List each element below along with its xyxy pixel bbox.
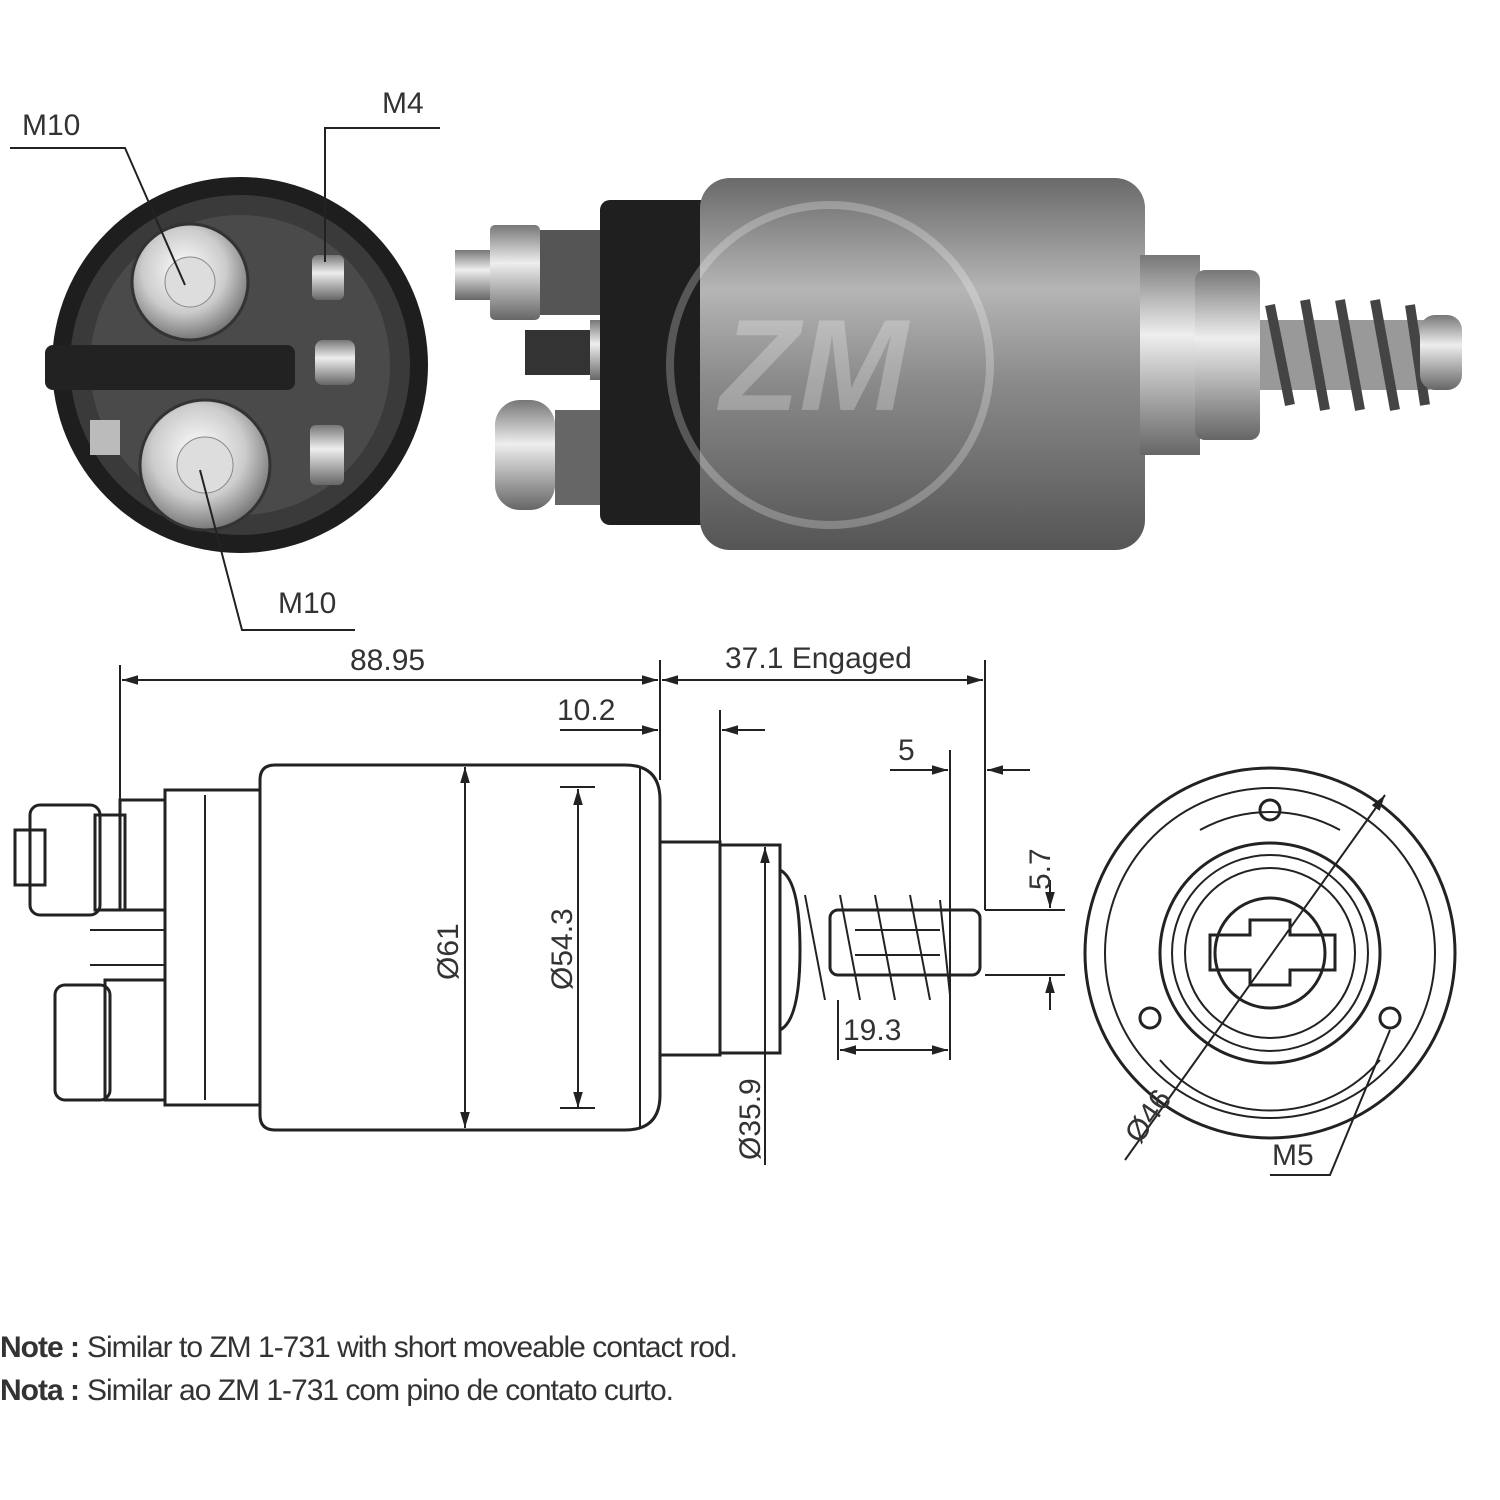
- end-view-drawing: [1083, 766, 1457, 1176]
- dimensions: [119, 660, 1065, 1165]
- m4-terminal: [312, 255, 344, 300]
- dim-body-inner-dia: Ø54.3: [546, 908, 579, 990]
- note-en: Note :Similar to ZM 1-731 with short mov…: [0, 1331, 737, 1364]
- dim-rod-dia: 5.7: [1024, 848, 1057, 890]
- dim-boss-length: 10.2: [557, 694, 615, 727]
- dim-engaged: 37.1 Engaged: [725, 642, 912, 675]
- m4-leader: [324, 127, 440, 262]
- m10-top-leader: [10, 147, 186, 286]
- dim-rod-tip: 5: [898, 734, 915, 767]
- side-view-drawing: [13, 763, 982, 1132]
- notes: Note :Similar to ZM 1-731 with short mov…: [0, 1331, 738, 1407]
- dim-spring-length: 19.3: [843, 1014, 901, 1047]
- mount-hole: [1258, 798, 1282, 822]
- note-pt: Nota :Similar ao ZM 1-731 com pino de co…: [0, 1374, 673, 1407]
- svg-text:ZM: ZM: [716, 292, 910, 438]
- dim-body-dia: Ø61: [432, 923, 465, 980]
- dim-bolt-circle: Ø46: [1119, 1084, 1179, 1149]
- m10-bottom-label: M10: [278, 587, 336, 620]
- m4-label: M4: [382, 87, 424, 120]
- spring-photo: [1265, 299, 1430, 411]
- dim-boss-dia: Ø35.9: [734, 1078, 767, 1160]
- mount-thread-label: M5: [1272, 1139, 1314, 1172]
- end-view-photo: [45, 177, 428, 553]
- m10-bottom-leader: [199, 469, 355, 631]
- mount-hole: [1378, 1006, 1402, 1030]
- zm-watermark: ZM: [666, 201, 994, 529]
- dim-overall-length: 88.95: [350, 644, 425, 677]
- m10-top-label: M10: [22, 109, 80, 142]
- mount-hole: [1138, 1006, 1162, 1030]
- side-view-photo: ZM: [455, 178, 1462, 550]
